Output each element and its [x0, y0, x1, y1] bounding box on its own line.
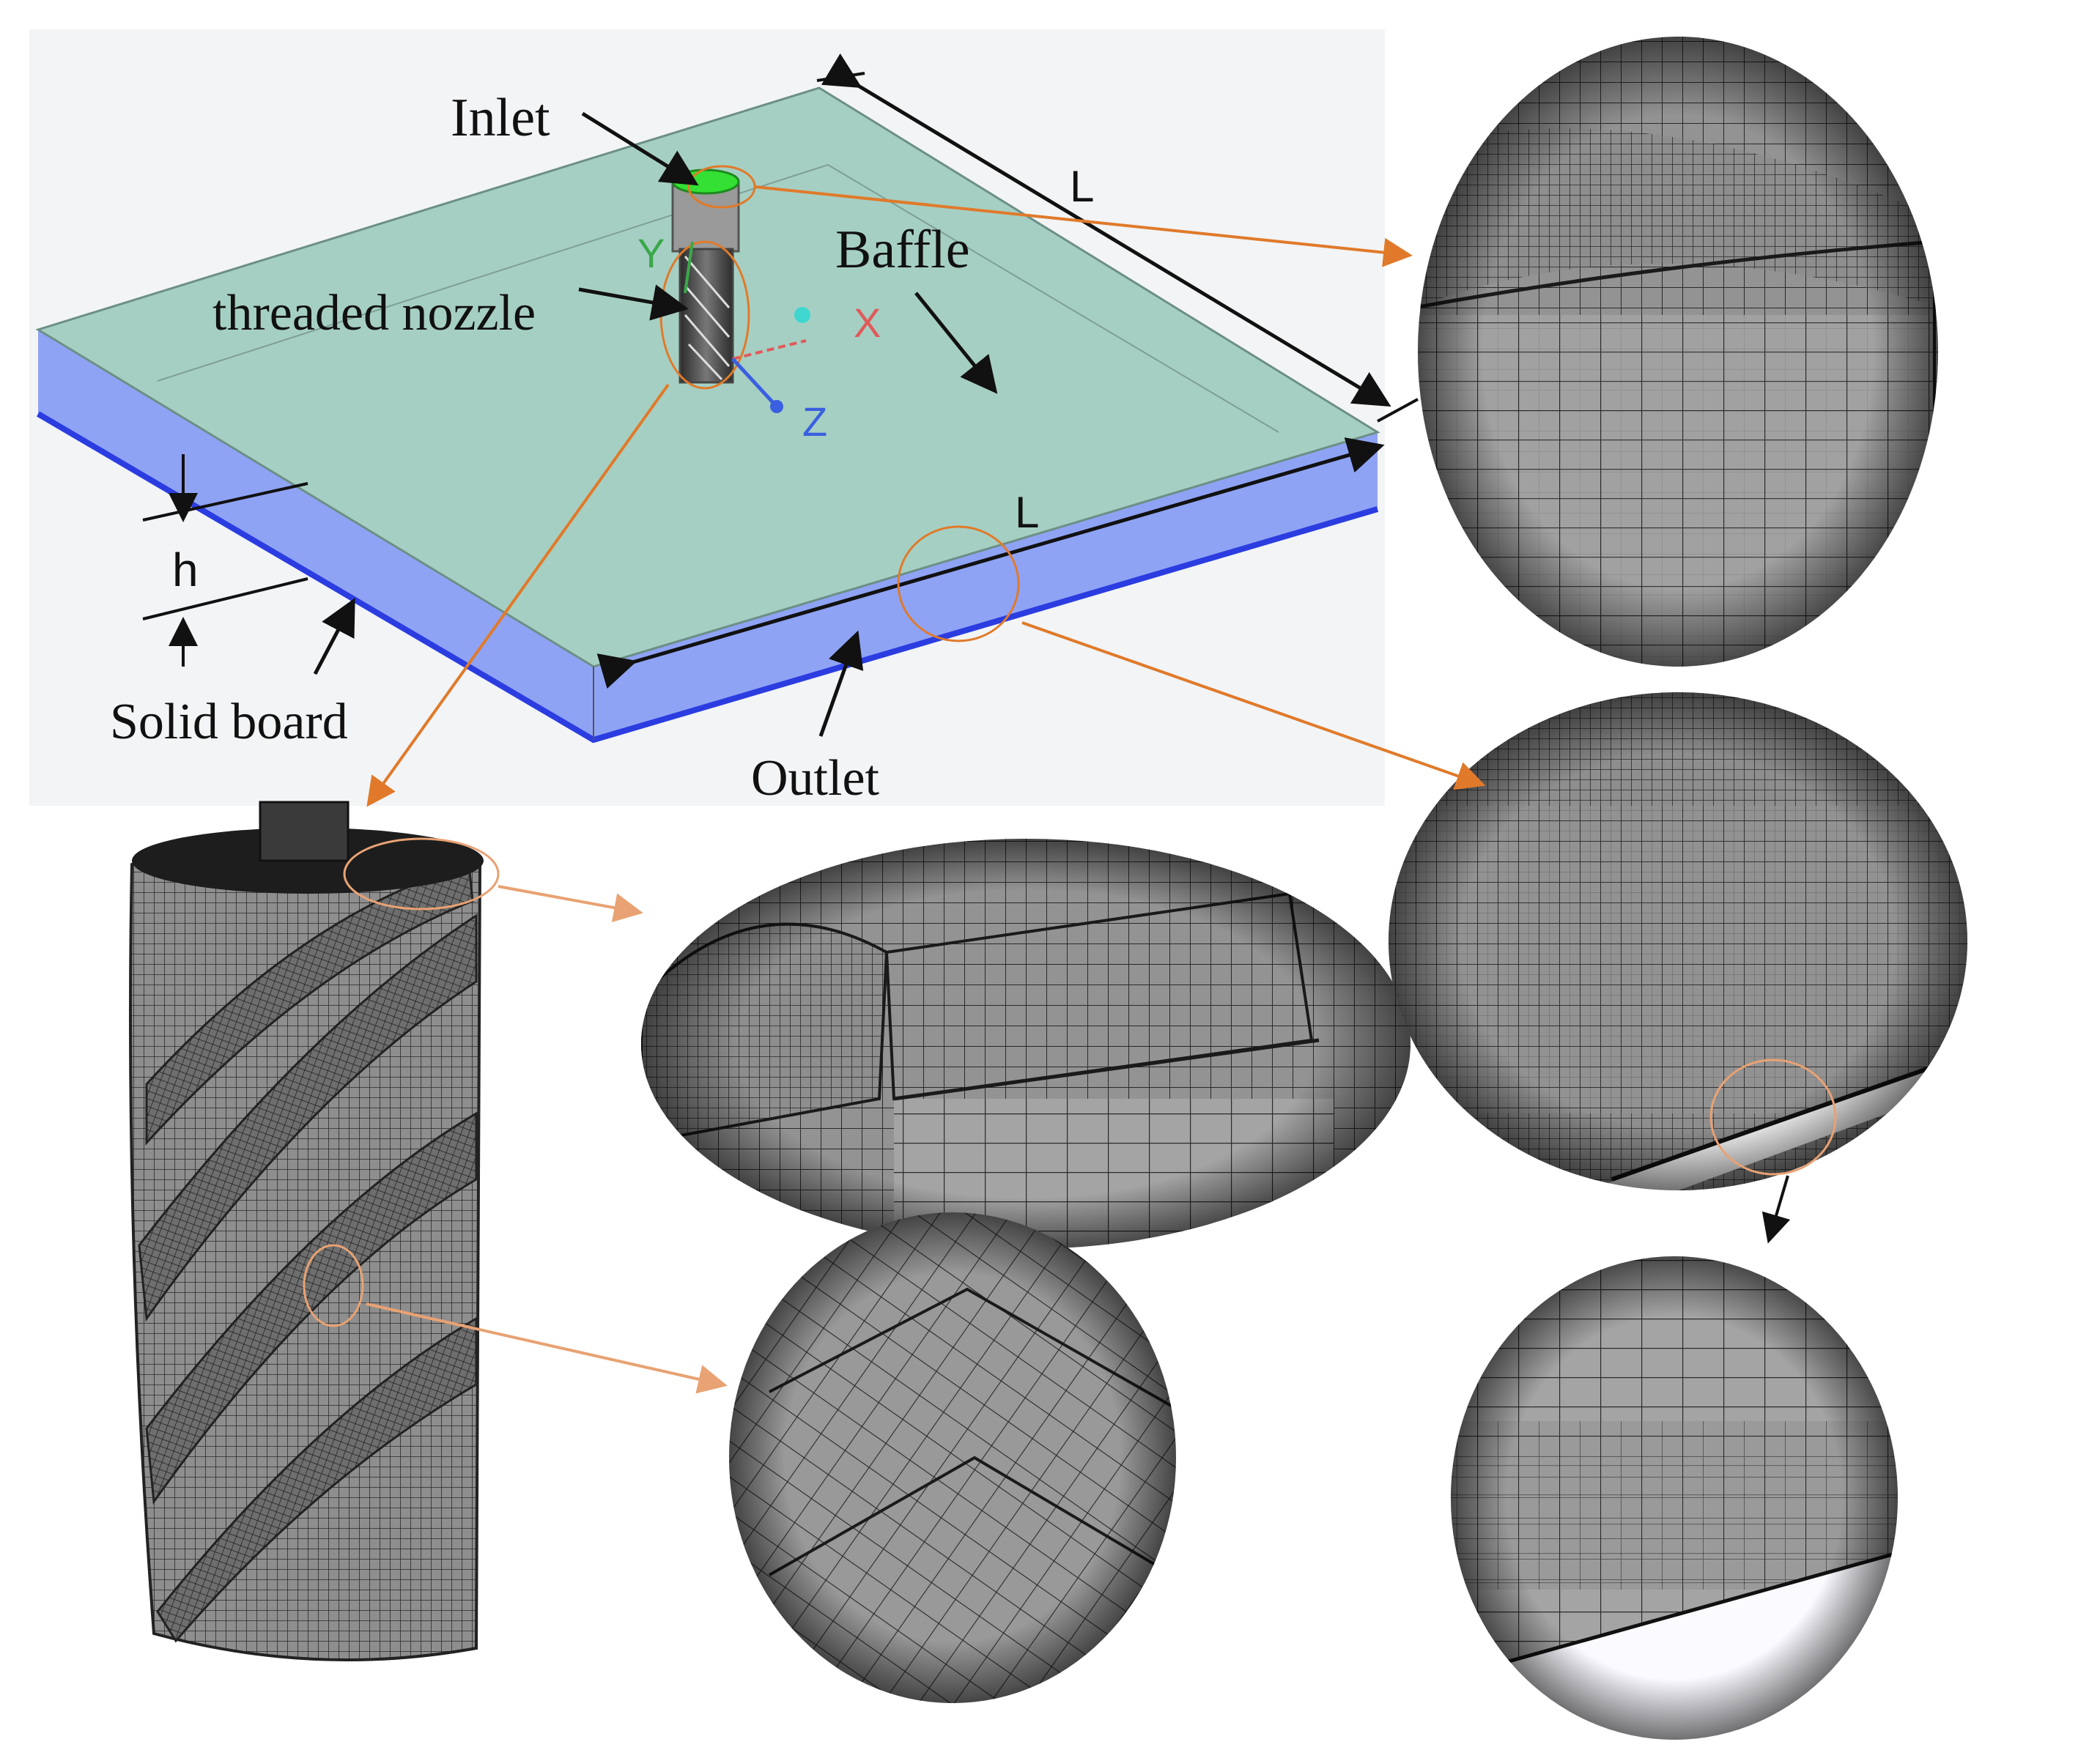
callout-arrows: [366, 185, 1791, 1394]
axis-z-label: Z: [802, 398, 827, 445]
computational-domain: [29, 29, 1385, 806]
outlet-zoom-callout: [1709, 1058, 1837, 1176]
zoom-outlet-mesh: [1389, 692, 1967, 1190]
nozzle-top-callout: [343, 837, 500, 911]
dim-L-front-label: L: [1015, 488, 1039, 537]
slab-left-side: [38, 330, 594, 740]
nozzle-mid-callout: [303, 1244, 364, 1327]
threaded-nozzle-label: threaded nozzle: [212, 285, 536, 341]
callout-labels: Inlet threaded nozzle Baffle Solid board…: [110, 88, 1020, 807]
zoom-nozzle-top-mesh: [641, 839, 1411, 1249]
baffle-label: Baffle: [835, 220, 970, 280]
zoom-thread-mesh: [729, 1212, 1176, 1703]
nozzle-small: [659, 165, 756, 390]
threaded-nozzle-mesh: [129, 801, 500, 1661]
solid-board-label: Solid board: [110, 694, 348, 750]
dim-line-front: [596, 437, 1385, 689]
dimension-annotations: L L h: [142, 53, 1419, 689]
outlet-label: Outlet: [751, 750, 880, 807]
zoom-outlet-detail-mesh: [1451, 1256, 1898, 1740]
dim-line-top: [821, 53, 1391, 407]
zoom-inlet-mesh: [1418, 37, 1938, 667]
outlet-callout-circle: [897, 525, 1020, 642]
inlet-label: Inlet: [451, 88, 550, 148]
dim-L-top-label: L: [1070, 162, 1094, 211]
axis-x-label: X: [854, 300, 881, 346]
axis-y-label: Y: [637, 230, 665, 276]
dim-h-label: h: [172, 544, 199, 596]
